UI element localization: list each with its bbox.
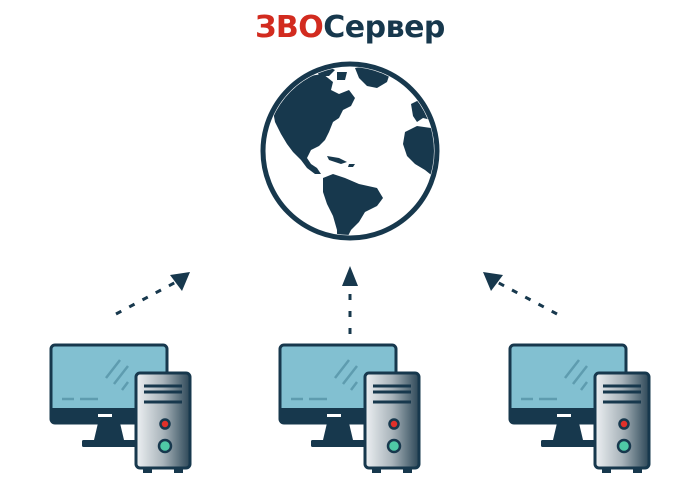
arrow-left-to-globe (115, 272, 190, 316)
title-main: Сервер (323, 10, 445, 45)
title: ЗВОСервер (0, 8, 700, 48)
desktop-computer-icon (508, 343, 651, 473)
globe-icon (260, 61, 440, 241)
arrow-center-to-globe (342, 266, 358, 334)
desktop-computer-icon (278, 343, 421, 473)
title-accent: ЗВО (255, 10, 324, 45)
desktop-computer-icon (49, 343, 192, 473)
arrow-right-to-globe (483, 272, 558, 316)
